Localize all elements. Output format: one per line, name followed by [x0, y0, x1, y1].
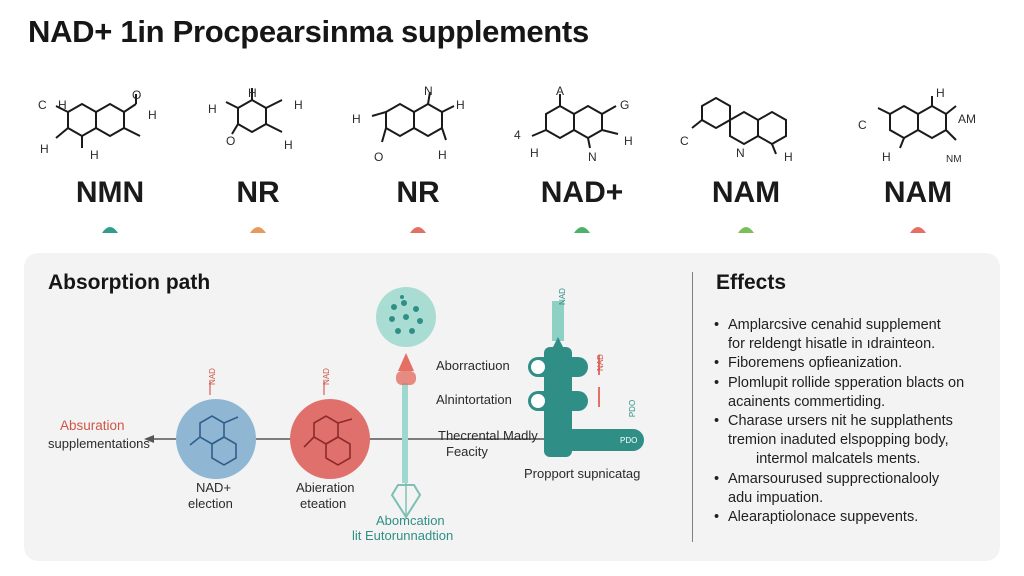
molecule-label: NAM [711, 176, 781, 209]
leaf-marker-icon [250, 227, 266, 233]
effects-title: Effects [716, 271, 787, 294]
atom-label: H [936, 86, 945, 100]
nam-structure-icon [877, 96, 957, 149]
atom-label: O [132, 88, 142, 102]
atom-label: H [148, 108, 157, 122]
atom-label: H [456, 98, 465, 112]
absorption-left-label: Absuration [60, 418, 125, 433]
molecule-nam-2: H C AM H NM NAM [838, 84, 998, 256]
section-divider [692, 272, 693, 542]
blue-molecule-icon [189, 415, 239, 466]
atom-label: H [90, 148, 99, 162]
bubble-dots-icon [389, 295, 423, 334]
nr-structure-icon [371, 91, 455, 143]
leaf-marker-icon [574, 227, 590, 233]
nr-structure-icon [225, 88, 283, 135]
atom-label: G [620, 98, 630, 112]
atom-label: C [680, 134, 689, 148]
molecule-nr: H H O H H NR [178, 84, 338, 256]
molecule-nmn: C H O H H H NMN [30, 84, 190, 256]
leaf-marker-icon [410, 227, 426, 233]
atom-label: H [284, 138, 293, 152]
atom-label: N [424, 84, 433, 98]
middle-sublabel: Feacity [446, 444, 488, 459]
blue-molecule-circle [176, 399, 256, 479]
atom-label: A [556, 84, 565, 98]
vertical-tag: NAD [207, 368, 217, 385]
red-circle-label: Abieration [296, 480, 355, 495]
pipe-tag: PDO [620, 436, 638, 445]
atom-label: 4 [514, 128, 521, 142]
atom-label: H [784, 150, 793, 164]
absorption-title: Absorption path [48, 271, 211, 294]
atom-label: H [530, 146, 539, 160]
pipe-horizontal [544, 429, 644, 451]
atom-label: H [208, 102, 217, 116]
molecule-nr-2: N H H O H NR [338, 84, 498, 256]
effect-item: Alearaptiolonace suppevents. [714, 508, 994, 527]
atom-label: C [858, 118, 867, 132]
right-label: Propport supnicatag [524, 466, 641, 481]
middle-label: Thecrental Madly [438, 428, 538, 443]
top-branch-label: Aborractiuon [436, 358, 510, 373]
atom-label: H [40, 142, 49, 156]
atom-label: H [294, 98, 303, 112]
vertical-tag: NAD [321, 368, 331, 385]
leaf-marker-icon [910, 227, 926, 233]
atom-label: H [624, 134, 633, 148]
pipe-tag: NAD [595, 354, 605, 371]
pipe-branch-1 [528, 357, 588, 377]
atom-label: H [438, 148, 447, 162]
effect-item: Fiboremens opfieanization. [714, 354, 994, 373]
molecule-label: NR [396, 176, 440, 209]
effect-item: Charase ursers nit he supplathentstremio… [714, 412, 994, 470]
atom-label: C [38, 98, 47, 112]
molecule-nam: C N H NAM [666, 84, 826, 256]
molecule-label: NMN [75, 176, 145, 209]
atom-label: O [226, 134, 236, 148]
leaf-marker-icon [102, 227, 118, 233]
atom-label: AM [958, 112, 976, 126]
pipe-tag: NAD [557, 288, 567, 305]
arrow-left-icon [144, 435, 154, 443]
red-molecule-circle [290, 399, 370, 479]
second-branch-label: Alnintortation [436, 392, 512, 407]
bottom-label: Abomcation [376, 513, 445, 528]
atom-label: H [248, 86, 257, 100]
nad-structure-icon [531, 94, 619, 149]
effect-item: Plomlupit rollide spperation blacts onac… [714, 374, 994, 412]
leaf-marker-icon [738, 227, 754, 233]
atom-label: N [588, 150, 597, 164]
blue-circle-sublabel: election [188, 496, 233, 511]
molecule-label: NR [236, 176, 280, 209]
atom-label: H [58, 98, 67, 112]
molecule-label: NAM [883, 176, 953, 209]
nmn-structure-icon [55, 94, 141, 148]
red-circle-sublabel: eteation [300, 496, 347, 511]
atom-label: O [374, 150, 384, 164]
absorption-left-sublabel: supplementations [48, 436, 150, 451]
pipe-branch-2 [528, 391, 588, 411]
red-molecule-icon [303, 415, 353, 466]
atom-label: H [882, 150, 891, 164]
molecule-label: NAD+ [540, 176, 624, 209]
droplet-icon [398, 353, 414, 371]
atom-label: N [736, 146, 745, 160]
page-title: NAD+ 1in Procpearsinma supplements [28, 14, 589, 49]
atom-label: H [352, 112, 361, 126]
pipe-tag: PDO [628, 399, 638, 418]
molecule-nad: A G 4 H H N NAD+ [502, 84, 662, 256]
blue-circle-label: NAD+ [196, 480, 232, 495]
absorption-diagram [144, 287, 644, 519]
atom-label: NM [946, 154, 962, 165]
bottom-sublabel: lit Eutorunnadtion [352, 528, 454, 543]
vertical-connector [402, 383, 408, 483]
pipe-top [552, 301, 564, 341]
nam-structure-icon [691, 96, 787, 155]
